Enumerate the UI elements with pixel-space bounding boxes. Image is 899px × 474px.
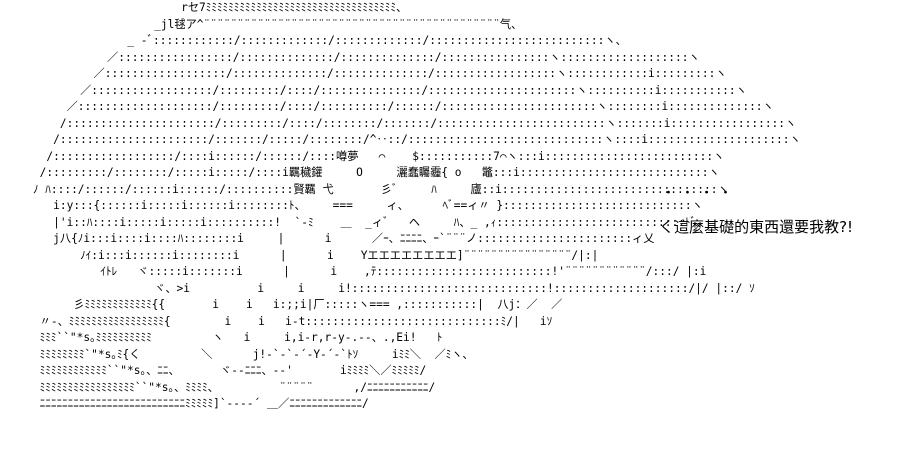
ascii-art-line: ／::::::::::::::::::::/:::::::::/::::/:::…	[6, 100, 774, 113]
ascii-art-line: ﾐﾐﾐﾐﾐﾐﾐﾐﾐﾐﾐﾐﾐﾐﾐﾐﾐ``"*s｡、ﾐﾐﾐﾐ、 ¨¨¨¨¨ ,/ﾆﾆ…	[6, 380, 436, 394]
ascii-art-line: 〃-、ﾐﾐﾐﾐﾐﾐﾐﾐﾐﾐﾐﾐﾐﾐﾐﾐﾐ{ i i i‐t:::::::::::…	[6, 314, 553, 328]
ascii-art-line: ／:::::::::::::::::/::::::::::::::/::::::…	[6, 50, 700, 64]
caption-text: く這麼基礎的東西還要我教?!	[659, 218, 854, 236]
ascii-art-line: /:::::::::/::::::::/:::::i:::::/::::i羈穢鑵…	[6, 166, 720, 179]
ascii-art-line: /::::::::::::::::::/::::i::::::/::::::/:…	[6, 149, 725, 163]
ascii-art-line: ﾐﾐﾐ``"*s｡ﾐﾐﾐﾐﾐﾐﾐﾐﾐﾐ ヽ i i,i‐r,r‐y‐.‐‐、.,…	[6, 331, 443, 344]
ascii-art-line: ﾐﾐﾐﾐﾐﾐﾐﾐ`"*s｡ﾐ{く ＼ j!‐`‐`‐´‐Y‐´‐`ﾄｿ iﾐﾐ＼…	[6, 347, 474, 361]
speech-caption: ・・・・ く這麼基礎的東西還要我教?!	[640, 152, 853, 254]
ascii-art-line: ﾉｲ:i:::i::::::i::::::::i | i Yエエエエエエエエ]¨…	[6, 248, 599, 262]
ascii-art-line: ﾐﾐﾐﾐﾐﾐﾐﾐﾐﾐﾐﾐ``"*s｡、ﾆﾆ、 ヾ‐‐ﾆﾆﾆ、‐‐' iﾐﾐﾐﾐ＼…	[6, 364, 427, 377]
ascii-art-figure: rセ7ﾐﾐﾐﾐﾐﾐﾐﾐﾐﾐﾐﾐﾐﾐﾐﾐﾐﾐﾐﾐﾐﾐﾐﾐﾐﾐﾐﾐﾐﾐﾐﾐﾐﾐ、 _…	[6, 0, 801, 413]
ascii-art-line: ／::::::::::::::::::/:::::::::/::::/:::::…	[6, 83, 747, 97]
ascii-art-line: _ -ﾞ::::::::::::/:::::::::::::/:::::::::…	[6, 34, 627, 47]
ascii-art-line: |'i::ﾊ::::i:::::i:::::i::::::::::! `-ﾐ ＿…	[6, 215, 708, 229]
ascii-art-line: ／::::::::::::::::::/::::::::::::::/:::::…	[6, 67, 727, 80]
ascii-art-line: /::::::::::::::::::::::/:::::::/:::::/::…	[6, 133, 801, 146]
ascii-art-line: ｲﾄﾚ ヾ:::::i:::::::i | i ,ﾃ::::::::::::::…	[6, 265, 707, 278]
ascii-art-line: 彡ﾐﾐﾐﾐﾐﾐﾐﾐﾐﾐﾐﾐ{{ i i i:;;i|厂:::::ヽ=== ,::…	[6, 298, 563, 311]
ascii-art-line: /::::::::::::::::::::::/:::::::::/::::/:…	[6, 116, 797, 130]
ascii-art-line: ﾆﾆﾆﾆﾆﾆﾆﾆﾆﾆﾆﾆﾆﾆﾆﾆﾆﾆﾆﾆﾆﾆﾆﾆﾆﾆﾐﾐﾐﾐﾐ]`‐‐‐‐´ ＿…	[6, 397, 369, 410]
ascii-art-line: ﾉ ﾊ::::/::::::/::::::i::::::/::::::::::賢…	[6, 182, 729, 196]
ascii-art-line: ヾ、>i i i i!:::::::::::::::::::::::::::::…	[6, 281, 755, 295]
ascii-art-line: _jl毬ア^¨¨¨¨¨¨¨¨¨¨¨¨¨¨¨¨¨¨¨¨¨¨¨¨¨¨¨¨¨¨¨¨¨¨…	[6, 17, 523, 31]
caption-dots: ・・・・	[662, 186, 739, 201]
ascii-art-line: rセ7ﾐﾐﾐﾐﾐﾐﾐﾐﾐﾐﾐﾐﾐﾐﾐﾐﾐﾐﾐﾐﾐﾐﾐﾐﾐﾐﾐﾐﾐﾐﾐﾐﾐﾐ、	[6, 1, 408, 14]
ascii-art-line: j八{ﾉi:::i::::i::::ﾊ::::::::i | i ／ｰ、ﾆﾆﾆﾆ…	[6, 232, 655, 245]
ascii-art-line: i:y:::{::::::i:::::i::::::i::::::::ﾄ、 ==…	[6, 199, 703, 212]
